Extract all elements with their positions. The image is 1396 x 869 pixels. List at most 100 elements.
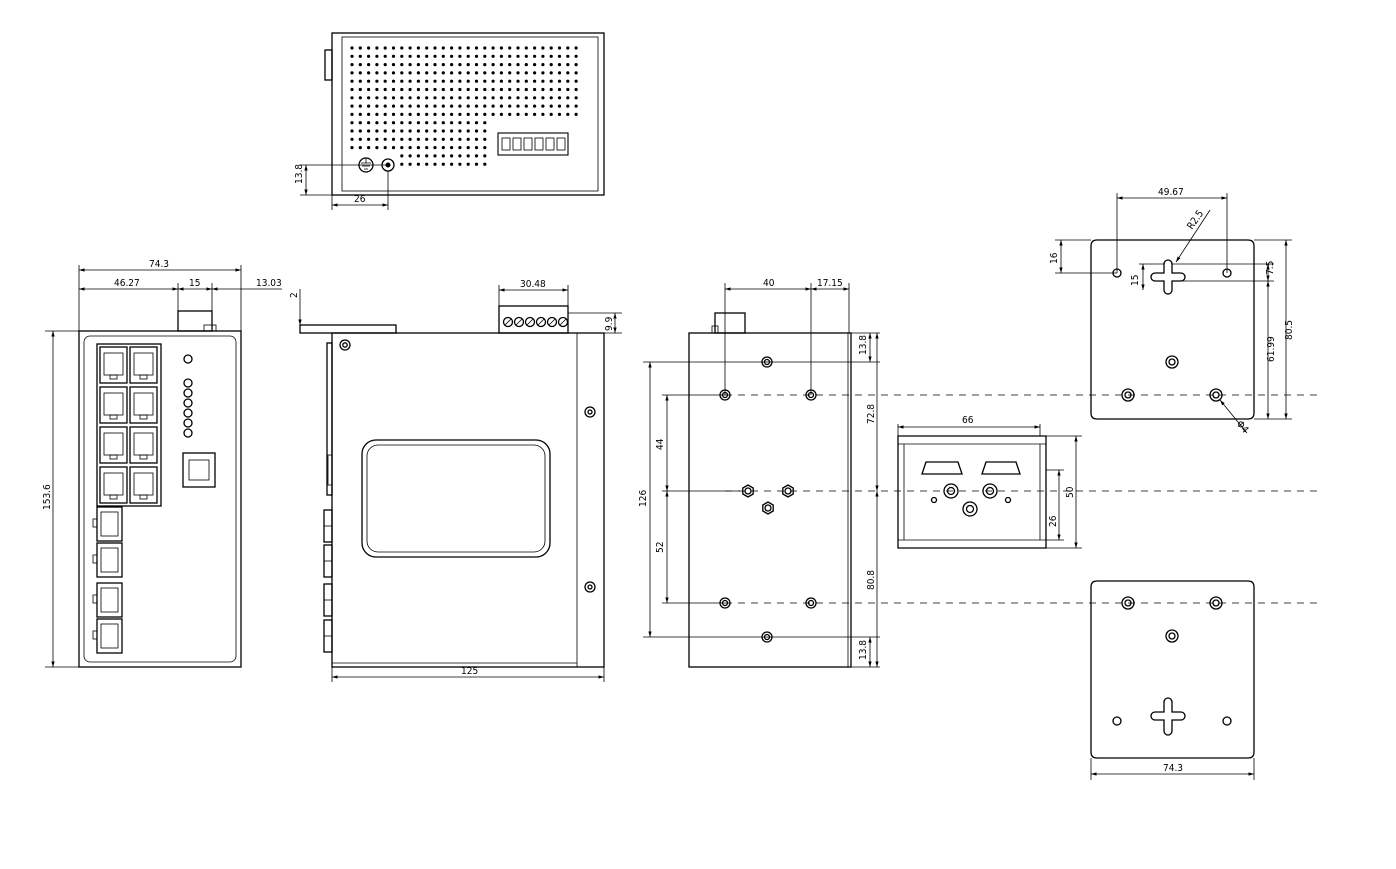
- vent-hole: [516, 112, 520, 116]
- top-view: 13.8 26: [294, 32, 605, 210]
- vent-hole: [400, 71, 404, 75]
- dim-46-27: 46.27: [114, 278, 140, 289]
- vent-hole: [524, 87, 528, 92]
- terminal-screw-icon: [524, 316, 536, 328]
- hex-nut-icon: [762, 501, 774, 515]
- vent-hole: [408, 104, 412, 108]
- vent-hole: [408, 154, 412, 158]
- vent-hole: [358, 79, 362, 83]
- vent-hole: [350, 79, 354, 83]
- vent-hole: [516, 79, 520, 83]
- vent-hole: [391, 79, 396, 83]
- vent-hole: [383, 87, 387, 92]
- vent-hole: [367, 137, 371, 141]
- vent-hole: [524, 54, 528, 58]
- vent-hole: [367, 112, 371, 116]
- vent-hole: [383, 137, 387, 141]
- vent-hole: [425, 121, 429, 125]
- vent-hole: [450, 96, 454, 100]
- sfp-cage: [100, 547, 119, 573]
- vent-hole: [350, 137, 354, 141]
- vent-hole: [450, 154, 454, 158]
- vent-hole: [516, 54, 520, 58]
- vent-hole: [491, 71, 495, 75]
- vent-hole: [458, 104, 462, 108]
- vent-hole: [400, 112, 404, 116]
- vent-hole: [383, 121, 387, 125]
- terminal-pin: [556, 137, 566, 151]
- vent-hole: [524, 96, 528, 100]
- vent-hole: [474, 137, 479, 141]
- vent-hole: [533, 112, 537, 116]
- rj45-port: [99, 426, 128, 464]
- led-icon: [183, 408, 193, 418]
- mount-hole-icon: [805, 597, 817, 609]
- vent-hole: [499, 104, 503, 108]
- vent-hole: [367, 63, 371, 67]
- vent-hole: [391, 121, 396, 125]
- rj45-tab: [139, 454, 148, 460]
- dim-26-top: 26: [354, 194, 366, 205]
- vent-hole: [566, 54, 570, 58]
- vent-hole: [483, 54, 487, 58]
- plate-bottom-outline: [1090, 580, 1255, 759]
- vent-hole: [474, 71, 479, 75]
- rj45-socket: [133, 472, 154, 496]
- vent-hole: [416, 104, 420, 108]
- vent-hole: [408, 87, 412, 92]
- side-label-area-inner: [366, 444, 546, 553]
- rear-view-body: [688, 332, 852, 668]
- vent-hole: [450, 63, 454, 67]
- rj45-socket: [103, 432, 124, 456]
- vent-hole: [458, 96, 462, 100]
- vent-hole: [483, 104, 487, 108]
- vent-hole: [408, 63, 412, 67]
- dim-66: 66: [962, 415, 974, 426]
- vent-hole: [557, 54, 562, 58]
- terminal-pin: [523, 137, 533, 151]
- vent-hole: [499, 71, 503, 75]
- vent-hole: [350, 104, 354, 108]
- vent-hole: [566, 46, 570, 50]
- vent-hole: [367, 87, 371, 92]
- side-port-profile: [323, 342, 333, 653]
- vent-hole: [408, 79, 412, 83]
- vent-hole: [483, 137, 487, 141]
- vent-hole: [375, 54, 379, 58]
- vent-hole: [375, 79, 379, 83]
- hex-nut-icon: [782, 484, 794, 498]
- vent-hole: [425, 87, 429, 92]
- vent-hole: [375, 146, 379, 150]
- vent-hole: [350, 54, 354, 58]
- vent-hole: [416, 79, 420, 83]
- vent-hole: [474, 54, 479, 58]
- vent-hole: [541, 104, 545, 108]
- sfp-cage: [100, 623, 119, 649]
- vent-hole: [549, 54, 553, 58]
- mount-hole-inner: [807, 599, 815, 607]
- vent-hole: [408, 121, 412, 125]
- vent-hole: [474, 87, 479, 92]
- side-label-area-outer: [361, 439, 551, 558]
- led-icon: [183, 418, 193, 428]
- vent-hole: [375, 121, 379, 125]
- vent-hole: [425, 79, 429, 83]
- vent-hole: [566, 71, 570, 75]
- vent-hole: [367, 46, 371, 50]
- rj45-port: [99, 466, 128, 504]
- rj45-tab: [109, 414, 118, 420]
- vent-hole: [466, 104, 470, 108]
- rj45-port: [99, 346, 128, 384]
- vent-hole: [391, 71, 396, 75]
- top-view-left-clip: [324, 49, 333, 81]
- dim-50: 50: [1065, 486, 1076, 498]
- vent-hole: [375, 63, 379, 67]
- vent-hole: [400, 87, 404, 92]
- side-rj45-profile: [326, 342, 333, 496]
- vent-hole: [383, 129, 387, 133]
- front-view-body: [78, 330, 242, 668]
- vent-hole: [441, 137, 445, 141]
- hex-nut-icon: [742, 484, 754, 498]
- hex-nut-bore: [764, 504, 772, 512]
- vent-hole: [416, 137, 420, 141]
